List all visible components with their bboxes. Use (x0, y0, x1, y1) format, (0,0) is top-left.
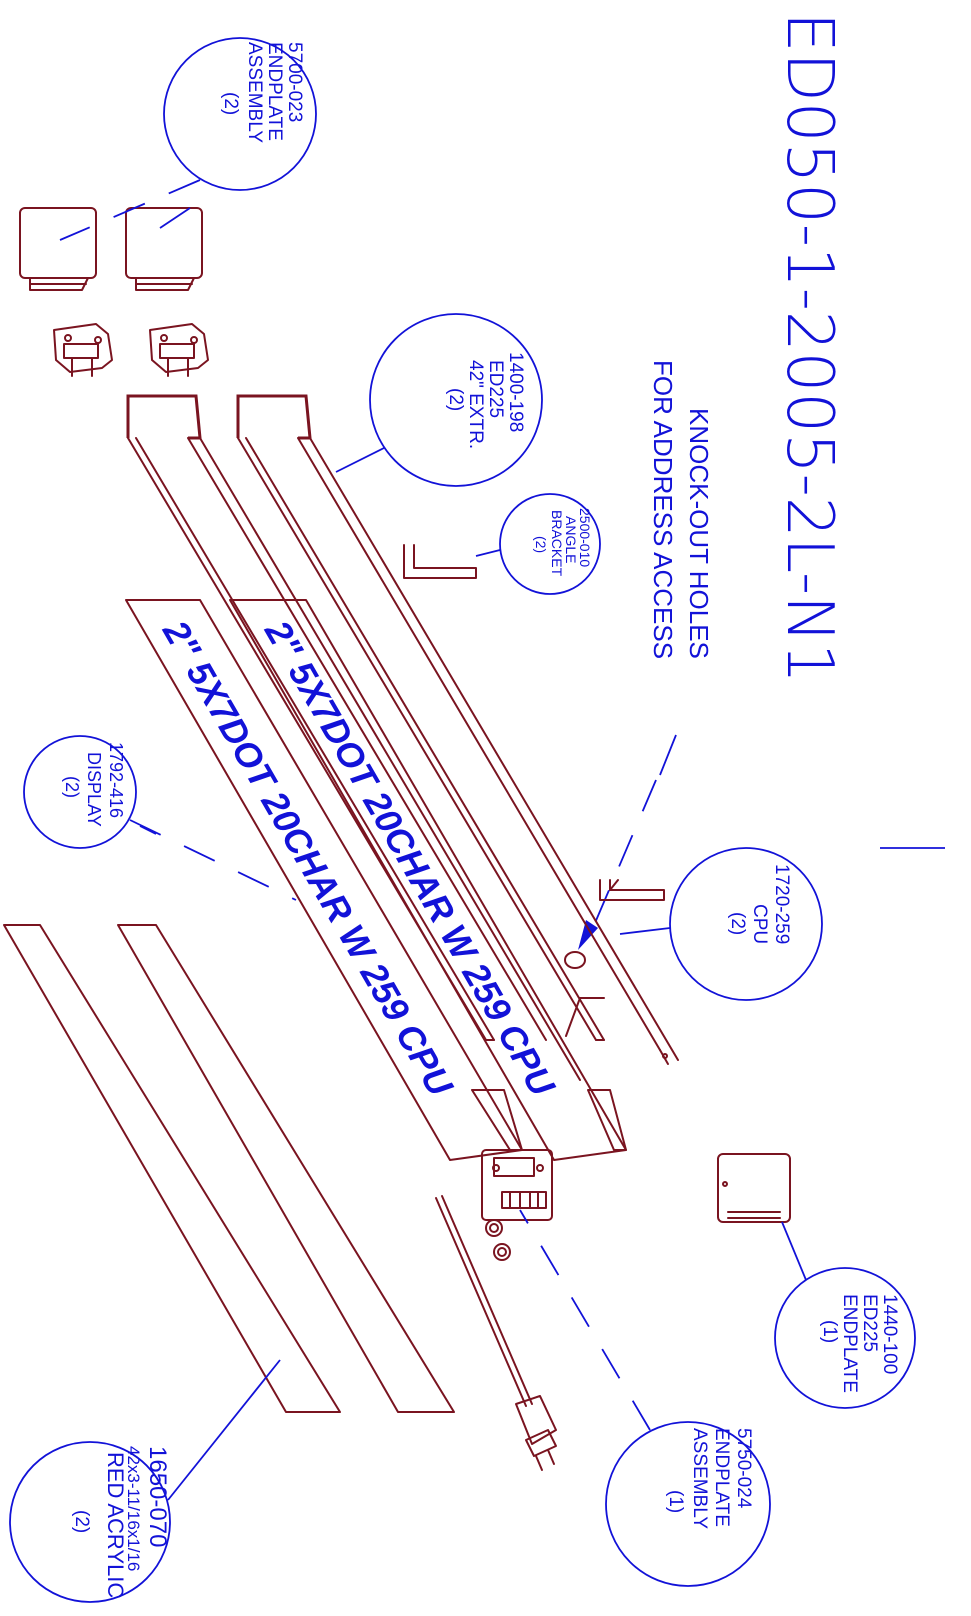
drawing-title: ED050-1-2005-2L-N1 (772, 12, 846, 684)
callout-cpu: 1720-259 CPU (2) (619, 847, 823, 1001)
callout-display: 1792-416 DISPLAY (2) (23, 735, 297, 901)
callout-cpu-line1: 1720-259 (771, 864, 792, 944)
callout-endplate: 1440-100 ED225 ENDPLATE (1) (774, 1221, 916, 1409)
callout-extrusion-line4: (2) (445, 388, 466, 411)
callout-extrusion-line2: ED225 (485, 360, 506, 418)
callout-endplate-assembly-top-leader (59, 179, 201, 241)
callout-endplate-assembly-top-line3: ASSEMBLY (244, 42, 265, 143)
knockout-hole (564, 951, 586, 969)
callout-cpu-line2: CPU (749, 904, 770, 944)
callout-endplate-line3: ENDPLATE (839, 1294, 860, 1393)
callout-extrusion-line1: 1400-198 (505, 352, 526, 432)
callout-acrylic-line4: (2) (71, 1510, 92, 1533)
callout-cpu-leader (619, 927, 671, 935)
callout-endplate-assembly-bottom-line2: ENDPLATE (711, 1428, 732, 1527)
knockout-note-dash (591, 779, 657, 931)
callout-extrusion-leader (335, 447, 385, 473)
endplate-assembly-right (125, 207, 203, 291)
extrusion-right (236, 394, 679, 1065)
callout-endplate-assembly-bottom-line4: (1) (665, 1490, 686, 1513)
cpu-endplate-assembly (481, 1149, 553, 1261)
callout-endplate-leader (781, 1221, 807, 1281)
callout-display-line1: 1792-416 (106, 742, 126, 818)
callout-endplate-line2: ED225 (859, 1294, 880, 1352)
knockout-note-line1: KNOCK-OUT HOLES (684, 408, 714, 659)
callout-endplate-assembly-top-line1: 5700-023 (284, 42, 305, 122)
callout-display-leader (129, 819, 297, 901)
power-cord (435, 1195, 557, 1471)
callout-endplate-line4: (1) (819, 1320, 840, 1343)
callout-endplate-assembly-top-line4: (2) (220, 92, 241, 115)
acrylic-strip-left (3, 924, 341, 1413)
callout-extrusion: 1400-198 ED225 42" EXTR. (2) (335, 313, 543, 487)
endplate-assembly-left (19, 207, 97, 291)
callout-acrylic-line1: 1650-070 (144, 1446, 171, 1547)
callout-angle-bracket-line2: ANGLE (563, 516, 579, 563)
callout-angle-bracket-line3: BRACKET (549, 510, 565, 577)
knockout-note: KNOCK-OUT HOLES FOR ADDRESS ACCESS (564, 360, 714, 969)
callout-endplate-assembly-top: 5700-023 ENDPLATE ASSEMBLY (2) (59, 37, 317, 241)
callout-acrylic: 1650-070 42x3-11/16x1/16 RED ACRYLIC (2) (9, 1359, 281, 1603)
callout-extrusion-line3: 42" EXTR. (465, 360, 486, 449)
callout-endplate-assembly-bottom-leader (519, 1209, 651, 1431)
callout-angle-bracket-line4: (2) (533, 536, 549, 553)
endplate-single (717, 1153, 791, 1223)
angle-bracket-bottom (599, 879, 665, 901)
callout-display-line2: DISPLAY (84, 752, 104, 827)
callout-display-line3: (2) (62, 776, 82, 798)
callout-endplate-assembly-top-line2: ENDPLATE (264, 42, 285, 141)
callout-endplate-assembly-bottom-line1: 5750-024 (733, 1428, 754, 1509)
callout-endplate-assembly-bottom-line3: ASSEMBLY (689, 1428, 710, 1529)
knockout-note-leader (659, 734, 677, 776)
knockout-note-line2: FOR ADDRESS ACCESS (648, 360, 678, 659)
callout-angle-bracket-line1: 2500-010 (577, 508, 593, 567)
callout-angle-bracket-leader (475, 549, 501, 557)
arrowhead-icon (578, 920, 598, 950)
callout-acrylic-leader (167, 1359, 281, 1501)
callout-cpu-line3: (2) (727, 912, 748, 935)
callout-endplate-line1: 1440-100 (879, 1294, 900, 1374)
callout-endplate-assembly-bottom: 5750-024 ENDPLATE ASSEMBLY (1) (519, 1209, 771, 1587)
acrylic-strip-right (117, 924, 455, 1413)
callout-angle-bracket: 2500-010 ANGLE BRACKET (2) (475, 493, 601, 595)
connector-block-right (149, 323, 209, 377)
callout-acrylic-line2: 42x3-11/16x1/16 (124, 1446, 143, 1571)
callout-acrylic-line3: RED ACRYLIC (103, 1452, 128, 1598)
connector-block-left (53, 323, 113, 377)
angle-bracket-top (403, 544, 477, 579)
